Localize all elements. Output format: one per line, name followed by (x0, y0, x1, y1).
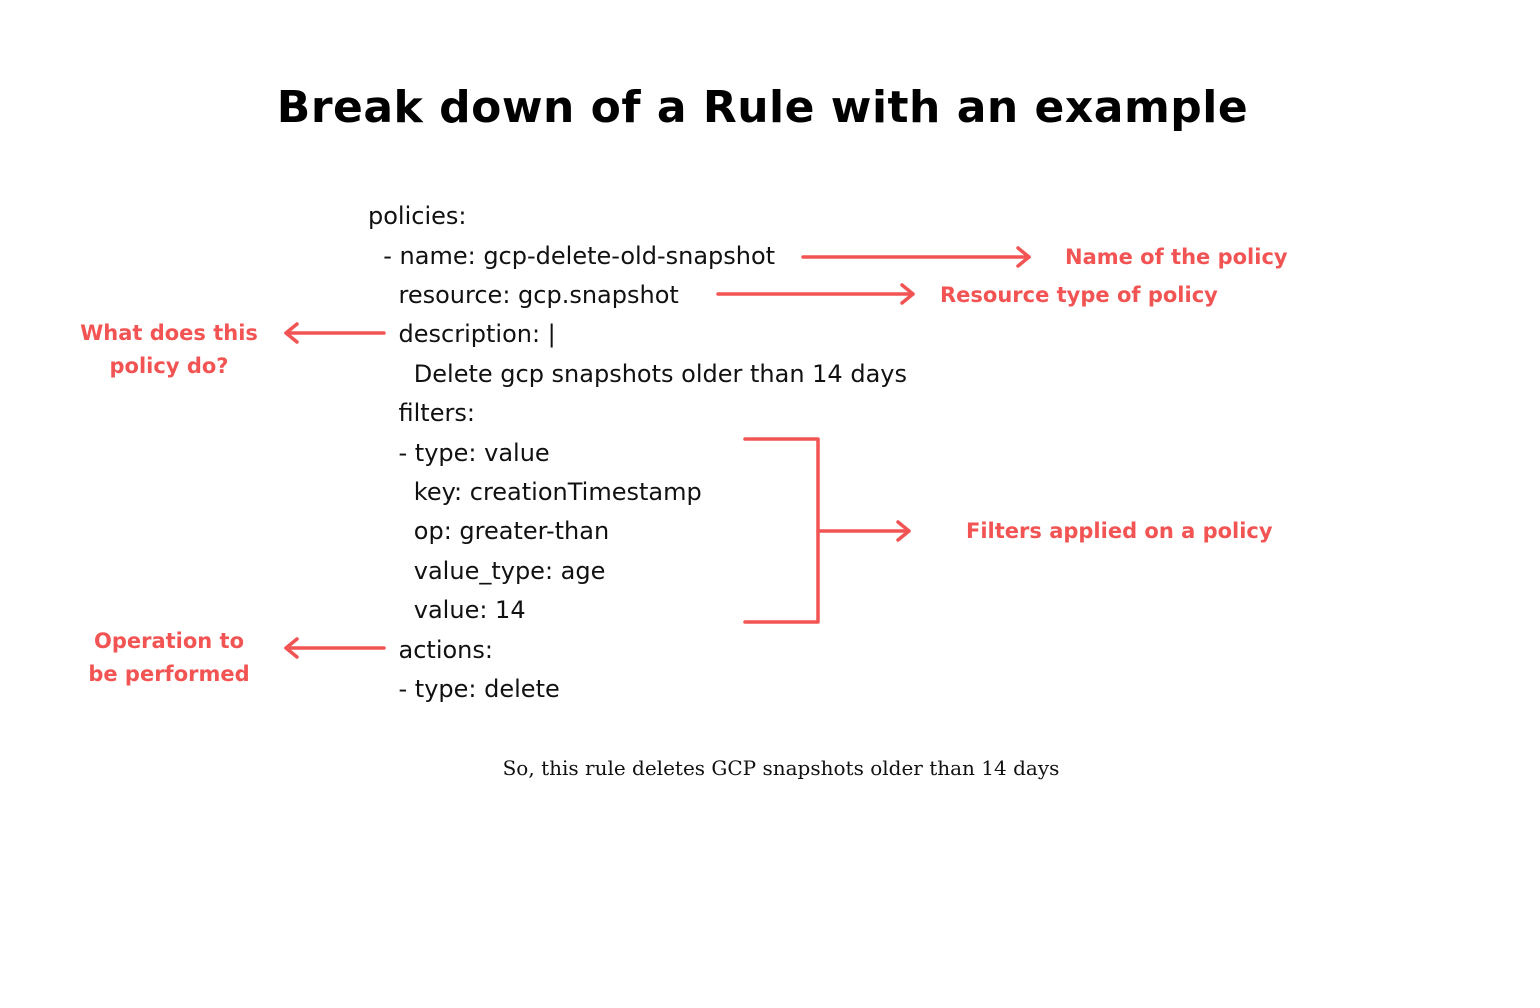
arrow-left-description (284, 322, 386, 344)
annotation-description-line2: policy do? (109, 354, 229, 378)
code-line-description-text: Delete gcp snapshots older than 14 days (368, 360, 907, 388)
code-line-policies: policies: (368, 202, 467, 230)
code-line-description: description: | (368, 320, 556, 348)
annotation-actions-line1: Operation to (93, 629, 245, 653)
filters-bracket (743, 437, 820, 624)
code-line-action-type: - type: delete (368, 675, 560, 703)
annotation-description: What does this policy do? (66, 317, 272, 383)
code-line-filter-type: - type: value (368, 439, 550, 467)
code-line-filter-value-type: value_type: age (368, 557, 606, 585)
code-line-resource: resource: gcp.snapshot (368, 281, 679, 309)
code-line-filter-op: op: greater-than (368, 517, 610, 545)
code-line-actions: actions: (368, 636, 493, 664)
code-line-filters: filters: (368, 399, 475, 427)
page-title: Break down of a Rule with an example (276, 82, 1249, 133)
arrow-left-actions (284, 637, 386, 659)
annotation-description-line1: What does this (80, 321, 258, 345)
annotation-resource: Resource type of policy (940, 283, 1218, 307)
annotation-name: Name of the policy (1065, 245, 1288, 269)
code-line-filter-value: value: 14 (368, 596, 526, 624)
arrow-right-filters (816, 520, 911, 542)
annotation-actions-line2: be performed (88, 662, 250, 686)
annotation-filters: Filters applied on a policy (966, 519, 1273, 543)
arrow-right-name (801, 246, 1031, 268)
annotation-actions: Operation to be performed (66, 625, 272, 691)
code-line-name: - name: gcp-delete-old-snapshot (368, 242, 776, 270)
summary-text: So, this rule deletes GCP snapshots olde… (502, 756, 1060, 780)
code-line-filter-key: key: creationTimestamp (368, 478, 702, 506)
arrow-right-resource (716, 283, 915, 305)
